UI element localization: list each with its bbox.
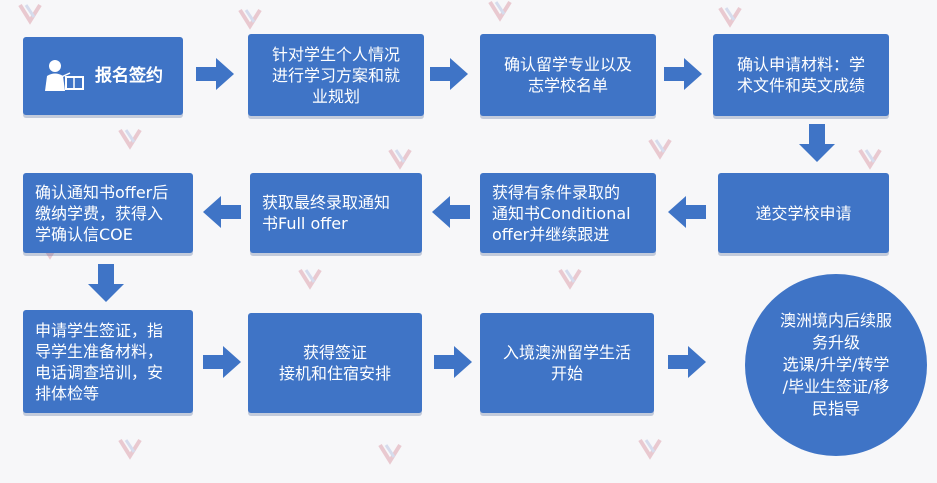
right-arrow-icon [196, 58, 234, 90]
step-confirm-major: 确认留学专业以及 志学校名单 [480, 34, 656, 116]
left-arrow-icon [203, 196, 241, 228]
step-submit-application: 递交学校申请 [718, 173, 889, 253]
step-study-plan: 针对学生个人情况 进行学习方案和就 业规划 [248, 34, 424, 116]
right-arrow-icon [668, 346, 706, 378]
step-7-label: 获取最终录取通知 书Full offer [262, 193, 391, 233]
step-6-label: 获得有条件录取的 通知书Conditional offer并继续跟进 [492, 182, 631, 244]
step-visa-application: 申请学生签证，指 导学生准备材料， 电话调查培训，安 排体检等 [23, 310, 193, 413]
step-pay-tuition-coe: 确认通知书offer后 缴纳学费，获得入 学确认信COE [23, 173, 193, 253]
step-11-label: 入境澳洲留学生活 开始 [502, 343, 631, 383]
step-12-label: 澳洲境内后续服 务升级 选课/升学/转学 /毕业生签证/移 民指导 [779, 311, 892, 418]
right-arrow-icon [664, 58, 702, 90]
step-10-label: 获得签证 接机和住宿安排 [278, 343, 391, 383]
step-4-label: 确认申请材料：学 术文件和英文成绩 [736, 55, 865, 95]
teacher-at-board-icon [43, 59, 85, 93]
step-arrive-australia: 入境澳洲留学生活 开始 [480, 313, 654, 413]
step-1-label: 报名签约 [95, 65, 163, 86]
step-conditional-offer: 获得有条件录取的 通知书Conditional offer并继续跟进 [480, 173, 656, 253]
step-visa-granted: 获得签证 接机和住宿安排 [248, 313, 422, 413]
step-9-label: 申请学生签证，指 导学生准备材料， 电话调查培训，安 排体检等 [35, 320, 164, 403]
step-full-offer: 获取最终录取通知 书Full offer [250, 173, 422, 253]
step-2-label: 针对学生个人情况 进行学习方案和就 业规划 [271, 44, 400, 106]
right-arrow-icon [434, 346, 472, 378]
step-8-label: 确认通知书offer后 缴纳学费，获得入 学确认信COE [35, 182, 169, 244]
right-arrow-icon [203, 346, 241, 378]
step-3-label: 确认留学专业以及 志学校名单 [503, 55, 632, 95]
right-arrow-icon [430, 58, 468, 90]
step-confirm-materials: 确认申请材料：学 术文件和英文成绩 [713, 34, 889, 116]
down-arrow-icon [88, 264, 124, 302]
step-post-arrival-services: 澳洲境内后续服 务升级 选课/升学/转学 /毕业生签证/移 民指导 [745, 274, 927, 456]
step-sign-contract: 报名签约 [23, 37, 183, 115]
left-arrow-icon [432, 196, 470, 228]
step-5-label: 递交学校申请 [755, 203, 852, 223]
left-arrow-icon [668, 196, 706, 228]
down-arrow-icon [799, 124, 835, 162]
